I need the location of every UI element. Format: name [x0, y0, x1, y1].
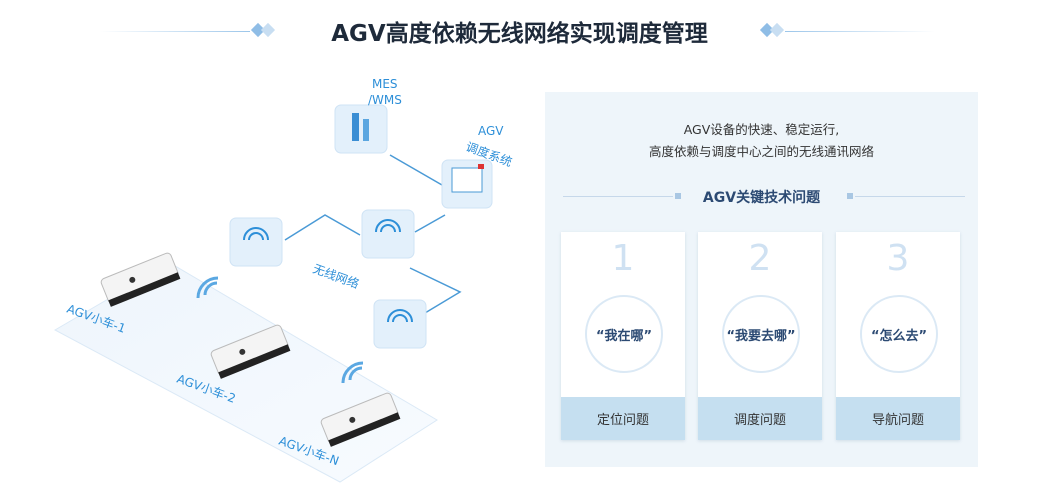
subtitle-line-left — [563, 196, 673, 197]
intro-line-1: AGV设备的快速、稳定运行, — [683, 122, 840, 137]
agv-vehicles — [100, 252, 401, 447]
card-label: 导航问题 — [836, 397, 960, 440]
subtitle-dot-right — [847, 193, 853, 199]
card-number: 2 — [748, 238, 772, 279]
panel-intro: AGV设备的快速、稳定运行, 高度依赖与调度中心之间的无线通讯网络 — [545, 119, 978, 163]
wifi-signal-icon — [196, 276, 364, 384]
card-question: “我在哪” — [585, 295, 663, 373]
card-number: 1 — [611, 238, 635, 279]
mes-label-1: MES — [372, 77, 398, 91]
access-point-2 — [373, 299, 427, 349]
scheduler-label-1: AGV — [478, 124, 504, 138]
network-links — [284, 154, 462, 314]
card-label: 定位问题 — [561, 397, 685, 440]
issue-card-positioning: 1 “我在哪” 定位问题 — [561, 232, 685, 440]
subtitle-line-right — [855, 196, 965, 197]
title-line-left — [100, 31, 250, 32]
mes-label-2: /WMS — [368, 93, 402, 107]
scheduler-node — [441, 159, 493, 209]
page-title: AGV高度依赖无线网络实现调度管理 — [331, 21, 708, 47]
network-diagram: MES /WMS AGV 调度系统 无线网络 AGV小车-1 AGV小车-2 A… — [53, 77, 514, 483]
key-issues-panel: AGV设备的快速、稳定运行, 高度依赖与调度中心之间的无线通讯网络 AGV关键技… — [545, 92, 978, 467]
access-point-hub — [361, 209, 415, 259]
mes-node — [334, 104, 388, 154]
issue-card-navigation: 3 “怎么去” 导航问题 — [836, 232, 960, 440]
card-number: 3 — [886, 238, 910, 279]
issue-card-scheduling: 2 “我要去哪” 调度问题 — [698, 232, 822, 440]
card-question: “我要去哪” — [722, 295, 800, 373]
panel-subtitle: AGV关键技术问题 — [702, 190, 821, 206]
subtitle-dot-left — [675, 193, 681, 199]
card-question: “怎么去” — [860, 295, 938, 373]
network-label: 无线网络 — [311, 261, 361, 292]
title-line-right — [785, 31, 935, 32]
intro-line-2: 高度依赖与调度中心之间的无线通讯网络 — [648, 144, 874, 159]
card-label: 调度问题 — [698, 397, 822, 440]
access-point-1 — [229, 217, 283, 267]
